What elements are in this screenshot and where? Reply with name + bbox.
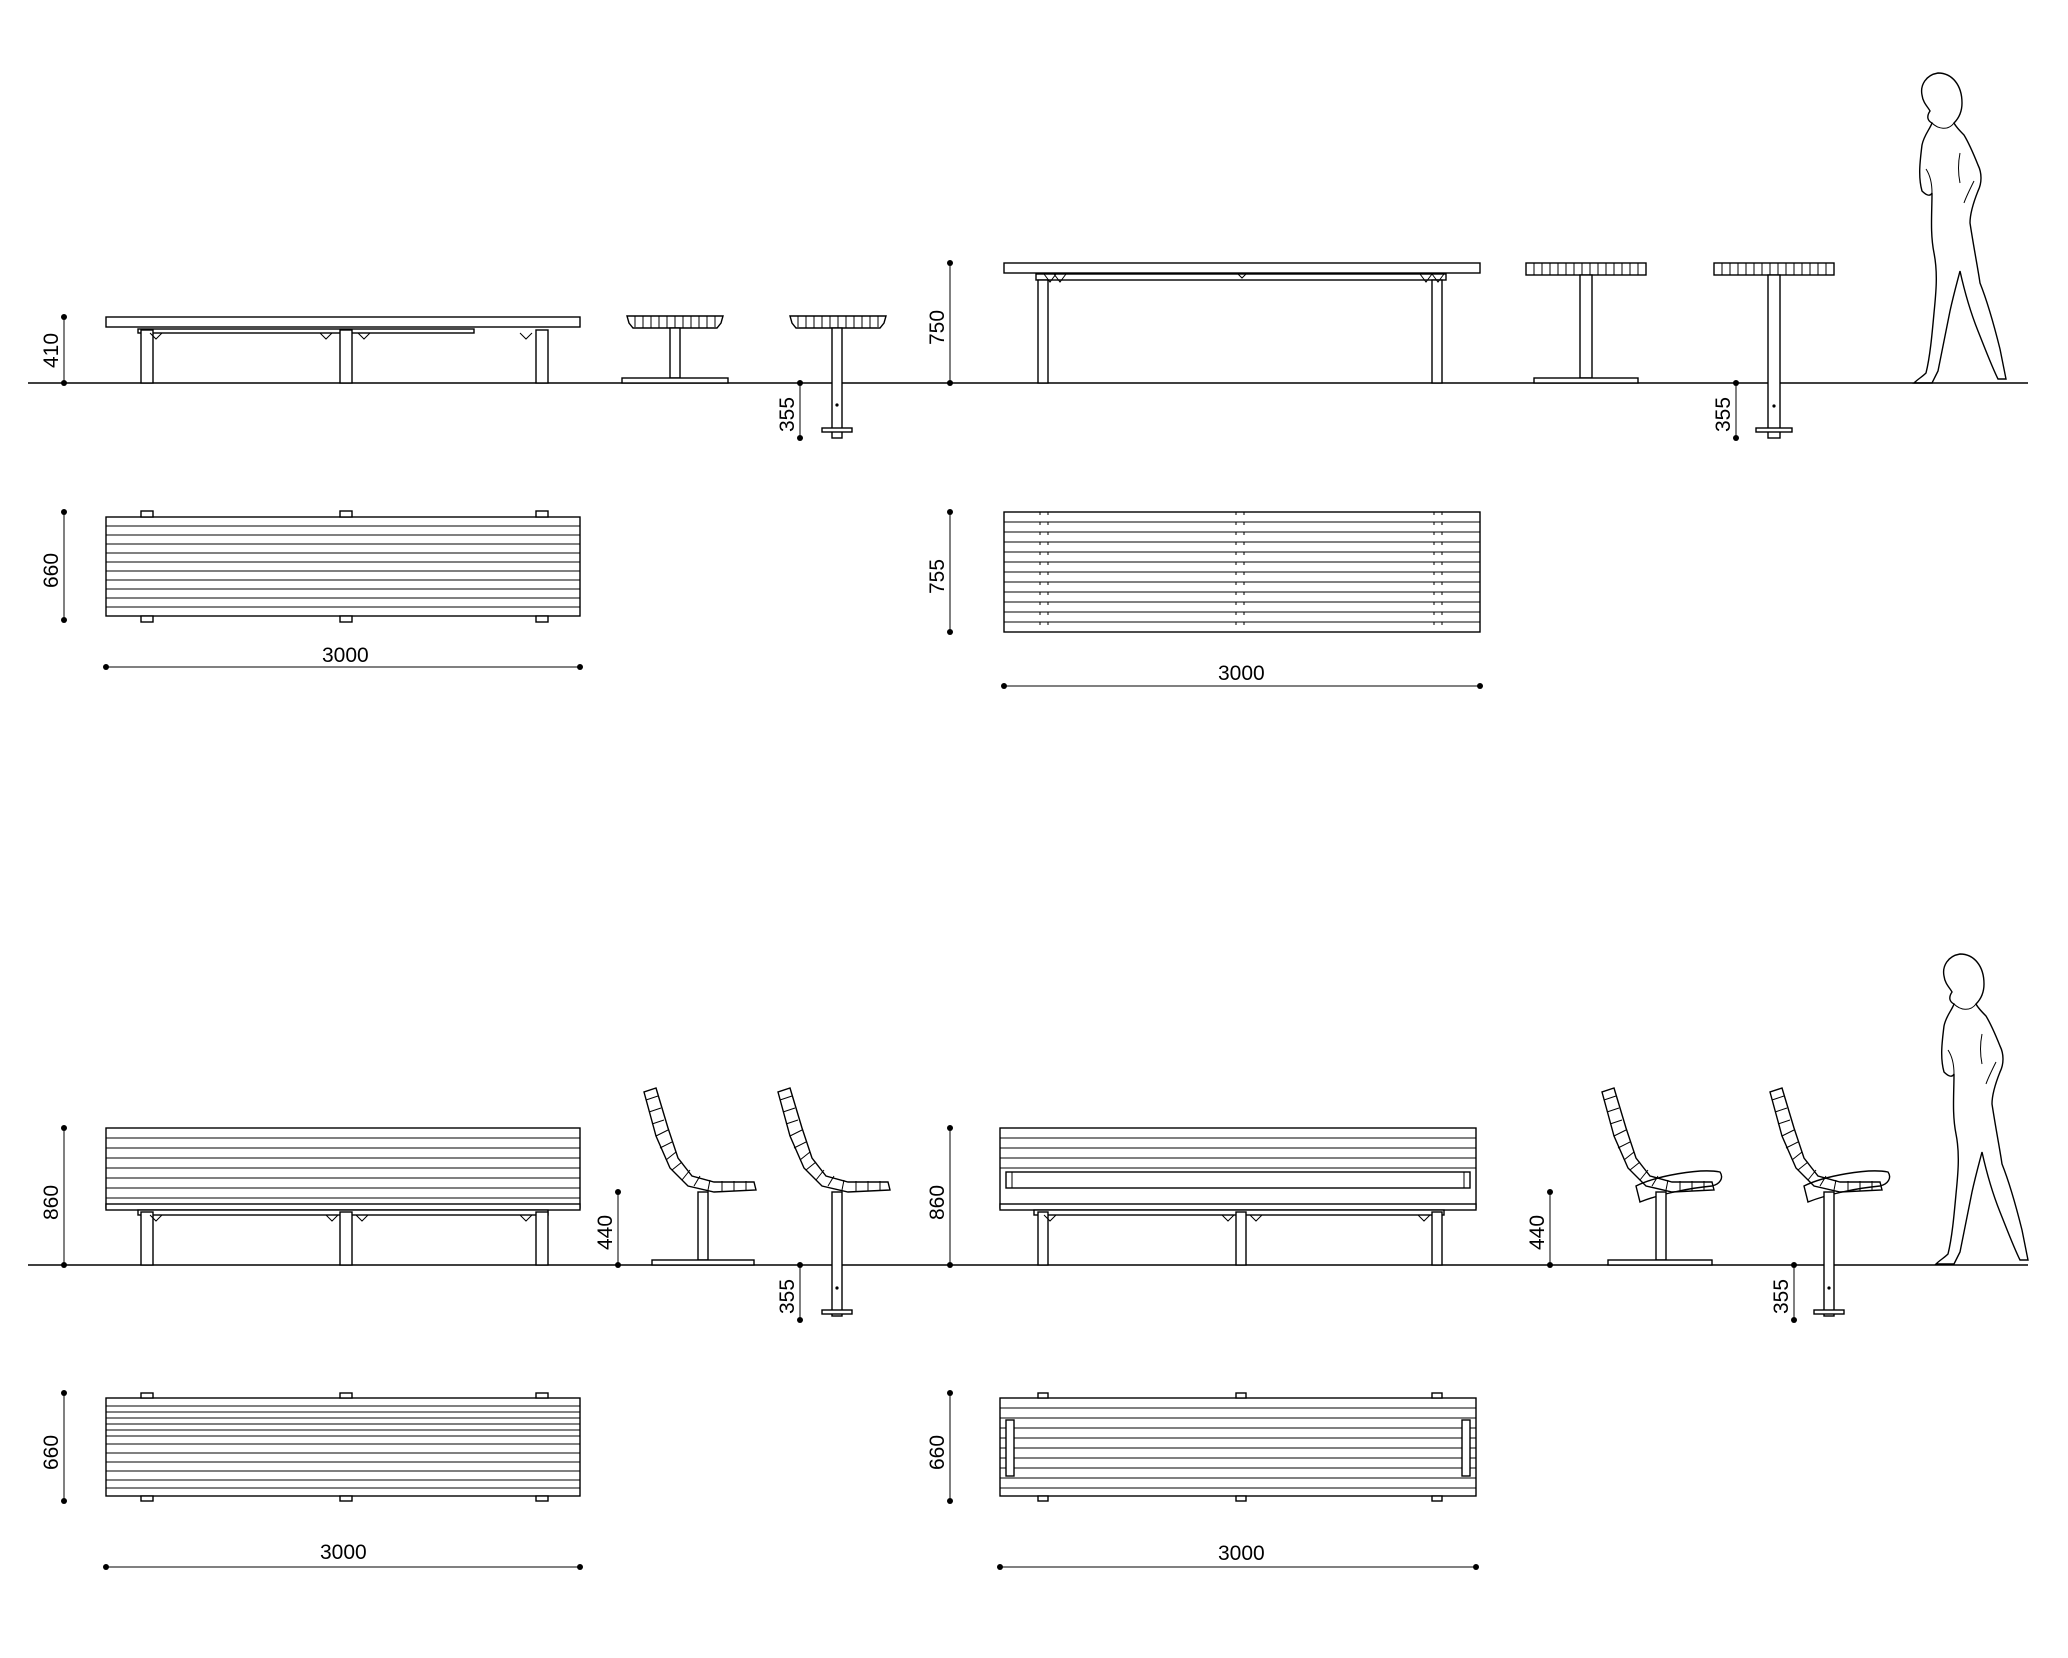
table-stool-inground-elevation xyxy=(1713,262,1835,439)
person-silhouette-bottom xyxy=(1935,953,2029,1265)
dim-label-860-b: 860 xyxy=(926,1185,949,1220)
dim-bench-back-height: 860 xyxy=(40,1125,67,1268)
dim-bench-flat-height: 410 xyxy=(40,314,67,386)
chair-inground-elevation xyxy=(777,1087,891,1317)
dim-armchair-seat-height: 440 xyxy=(1526,1189,1553,1268)
dim-table-length: 3000 xyxy=(1001,662,1483,689)
dim-chair-seat-height: 440 xyxy=(594,1189,621,1268)
bench-flat-plan xyxy=(105,510,581,623)
dim-bench-arm-depth: 660 xyxy=(926,1390,953,1504)
bench-arm-plan xyxy=(999,1392,1477,1502)
dim-bench-back-length: 3000 xyxy=(103,1541,583,1570)
dim-bench-flat-depth: 660 xyxy=(40,509,67,623)
dim-label-3000-b: 3000 xyxy=(1218,662,1265,685)
dim-label-660-a: 660 xyxy=(40,553,63,588)
dim-label-355-a: 355 xyxy=(776,397,799,432)
dim-label-860-a: 860 xyxy=(40,1185,63,1220)
dim-label-660-c: 660 xyxy=(926,1435,949,1470)
dim-bench-back-depth: 660 xyxy=(40,1390,67,1504)
table-plan xyxy=(1003,511,1481,633)
dim-label-440-a: 440 xyxy=(594,1215,617,1250)
dim-table-depth: 755 xyxy=(926,509,953,635)
dim-bench-arm-length: 3000 xyxy=(997,1542,1479,1570)
dim-label-355-d: 355 xyxy=(1770,1279,1793,1314)
dim-label-3000-d: 3000 xyxy=(1218,1542,1265,1565)
dim-armchair-foot-depth: 355 xyxy=(1770,1262,1797,1323)
stool-flange-elevation xyxy=(621,315,729,384)
dim-bench-arm-height: 860 xyxy=(926,1125,953,1268)
dim-label-660-b: 660 xyxy=(40,1435,63,1470)
bench-back-elevation xyxy=(105,1127,581,1266)
bench-arm-elevation xyxy=(999,1127,1477,1266)
dim-table-stool-foot-depth: 355 xyxy=(1712,380,1739,441)
bench-flat-elevation xyxy=(105,316,581,384)
dim-stool-foot-depth-1: 355 xyxy=(776,380,803,441)
dim-label-3000-c: 3000 xyxy=(320,1541,367,1564)
dim-label-755: 755 xyxy=(926,559,949,594)
dim-label-750: 750 xyxy=(926,310,949,345)
stool-inground-elevation xyxy=(789,315,887,439)
bench-back-plan xyxy=(105,1392,581,1502)
dim-label-3000-a: 3000 xyxy=(322,644,369,667)
dim-label-355-b: 355 xyxy=(1712,397,1735,432)
chair-flange-elevation xyxy=(643,1087,757,1266)
dim-label-440-b: 440 xyxy=(1526,1215,1549,1250)
armchair-inground-elevation xyxy=(1769,1087,1891,1317)
table-stool-flange-elevation xyxy=(1525,262,1647,384)
dim-label-355-c: 355 xyxy=(776,1279,799,1314)
dim-bench-flat-length: 3000 xyxy=(103,644,583,670)
person-silhouette-top xyxy=(1913,72,2007,384)
dim-table-height: 750 xyxy=(926,260,953,386)
dim-label-410: 410 xyxy=(40,333,63,368)
dim-chair-foot-depth: 355 xyxy=(776,1262,803,1323)
table-elevation xyxy=(1003,262,1481,384)
armchair-flange-elevation xyxy=(1601,1087,1723,1266)
